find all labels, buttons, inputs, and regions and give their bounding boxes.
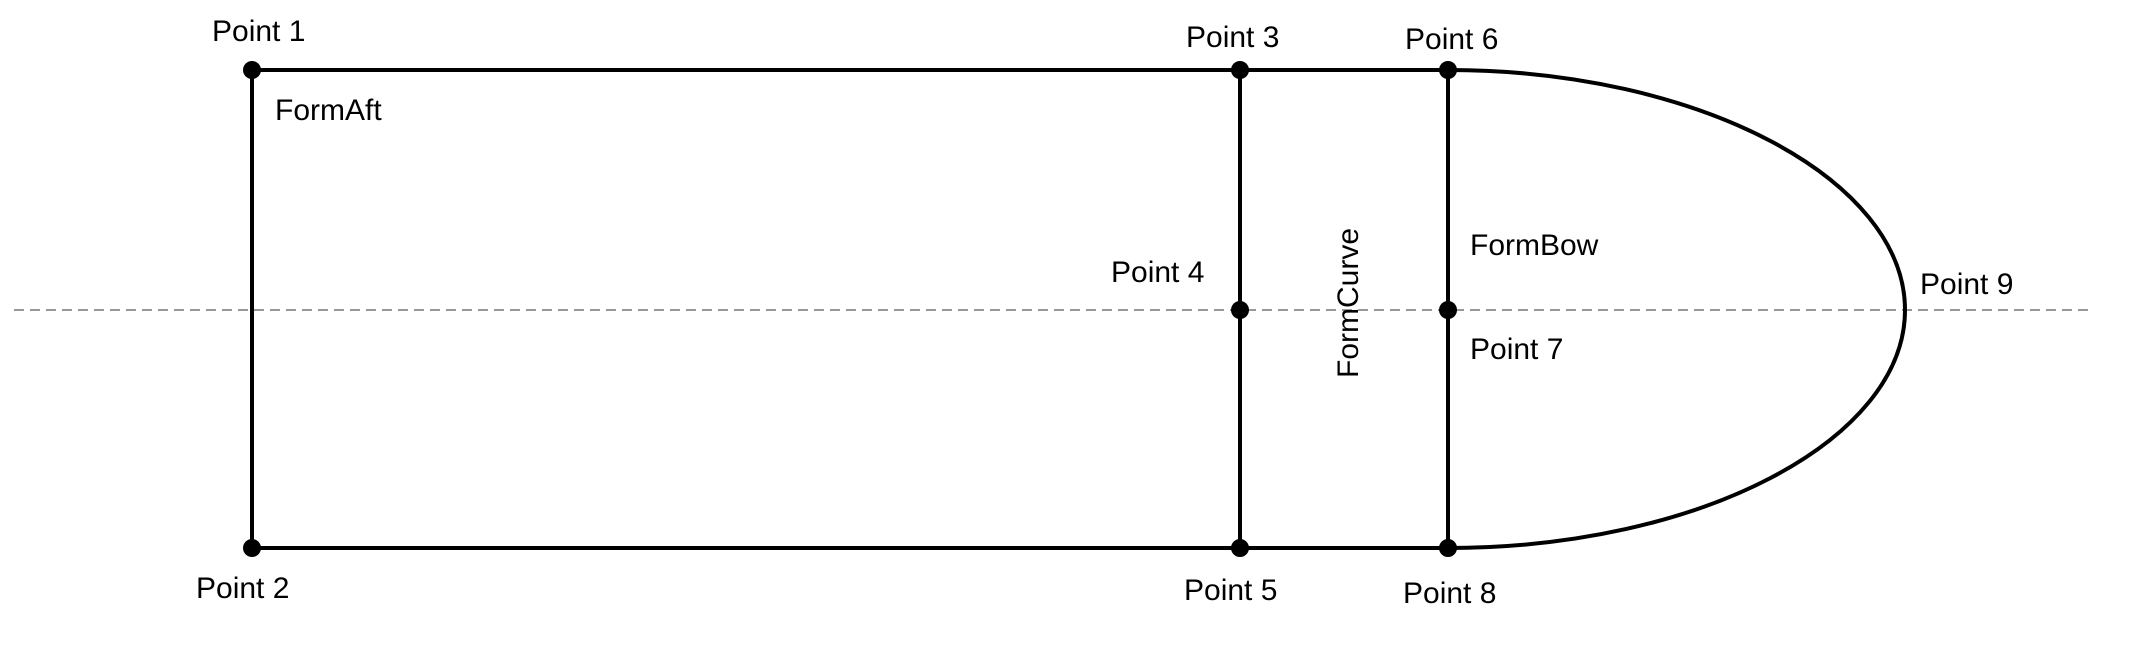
point-8-label: Point 8 (1403, 577, 1496, 610)
point-9-label: Point 9 (1920, 268, 2013, 301)
point-5-label: Point 5 (1184, 574, 1277, 607)
point-8-marker (1439, 539, 1457, 557)
point-2-label: Point 2 (196, 572, 289, 605)
point-3-marker (1231, 61, 1249, 79)
point-6-marker (1439, 61, 1457, 79)
point-3-label: Point 3 (1186, 21, 1279, 54)
point-2-marker (243, 539, 261, 557)
point-1-label: Point 1 (212, 15, 305, 48)
point-1-marker (243, 61, 261, 79)
point-5-marker (1231, 539, 1249, 557)
point-7-marker (1439, 301, 1457, 319)
formcurve-label: FormCurve (1332, 228, 1365, 378)
point-7-label: Point 7 (1470, 333, 1563, 366)
formbow-curve (1446, 68, 1908, 550)
point-4-marker (1231, 301, 1249, 319)
point-6-label: Point 6 (1405, 23, 1498, 56)
formaft-label: FormAft (275, 94, 382, 127)
point-4-label: Point 4 (1111, 256, 1204, 289)
formbow-label: FormBow (1470, 229, 1599, 262)
